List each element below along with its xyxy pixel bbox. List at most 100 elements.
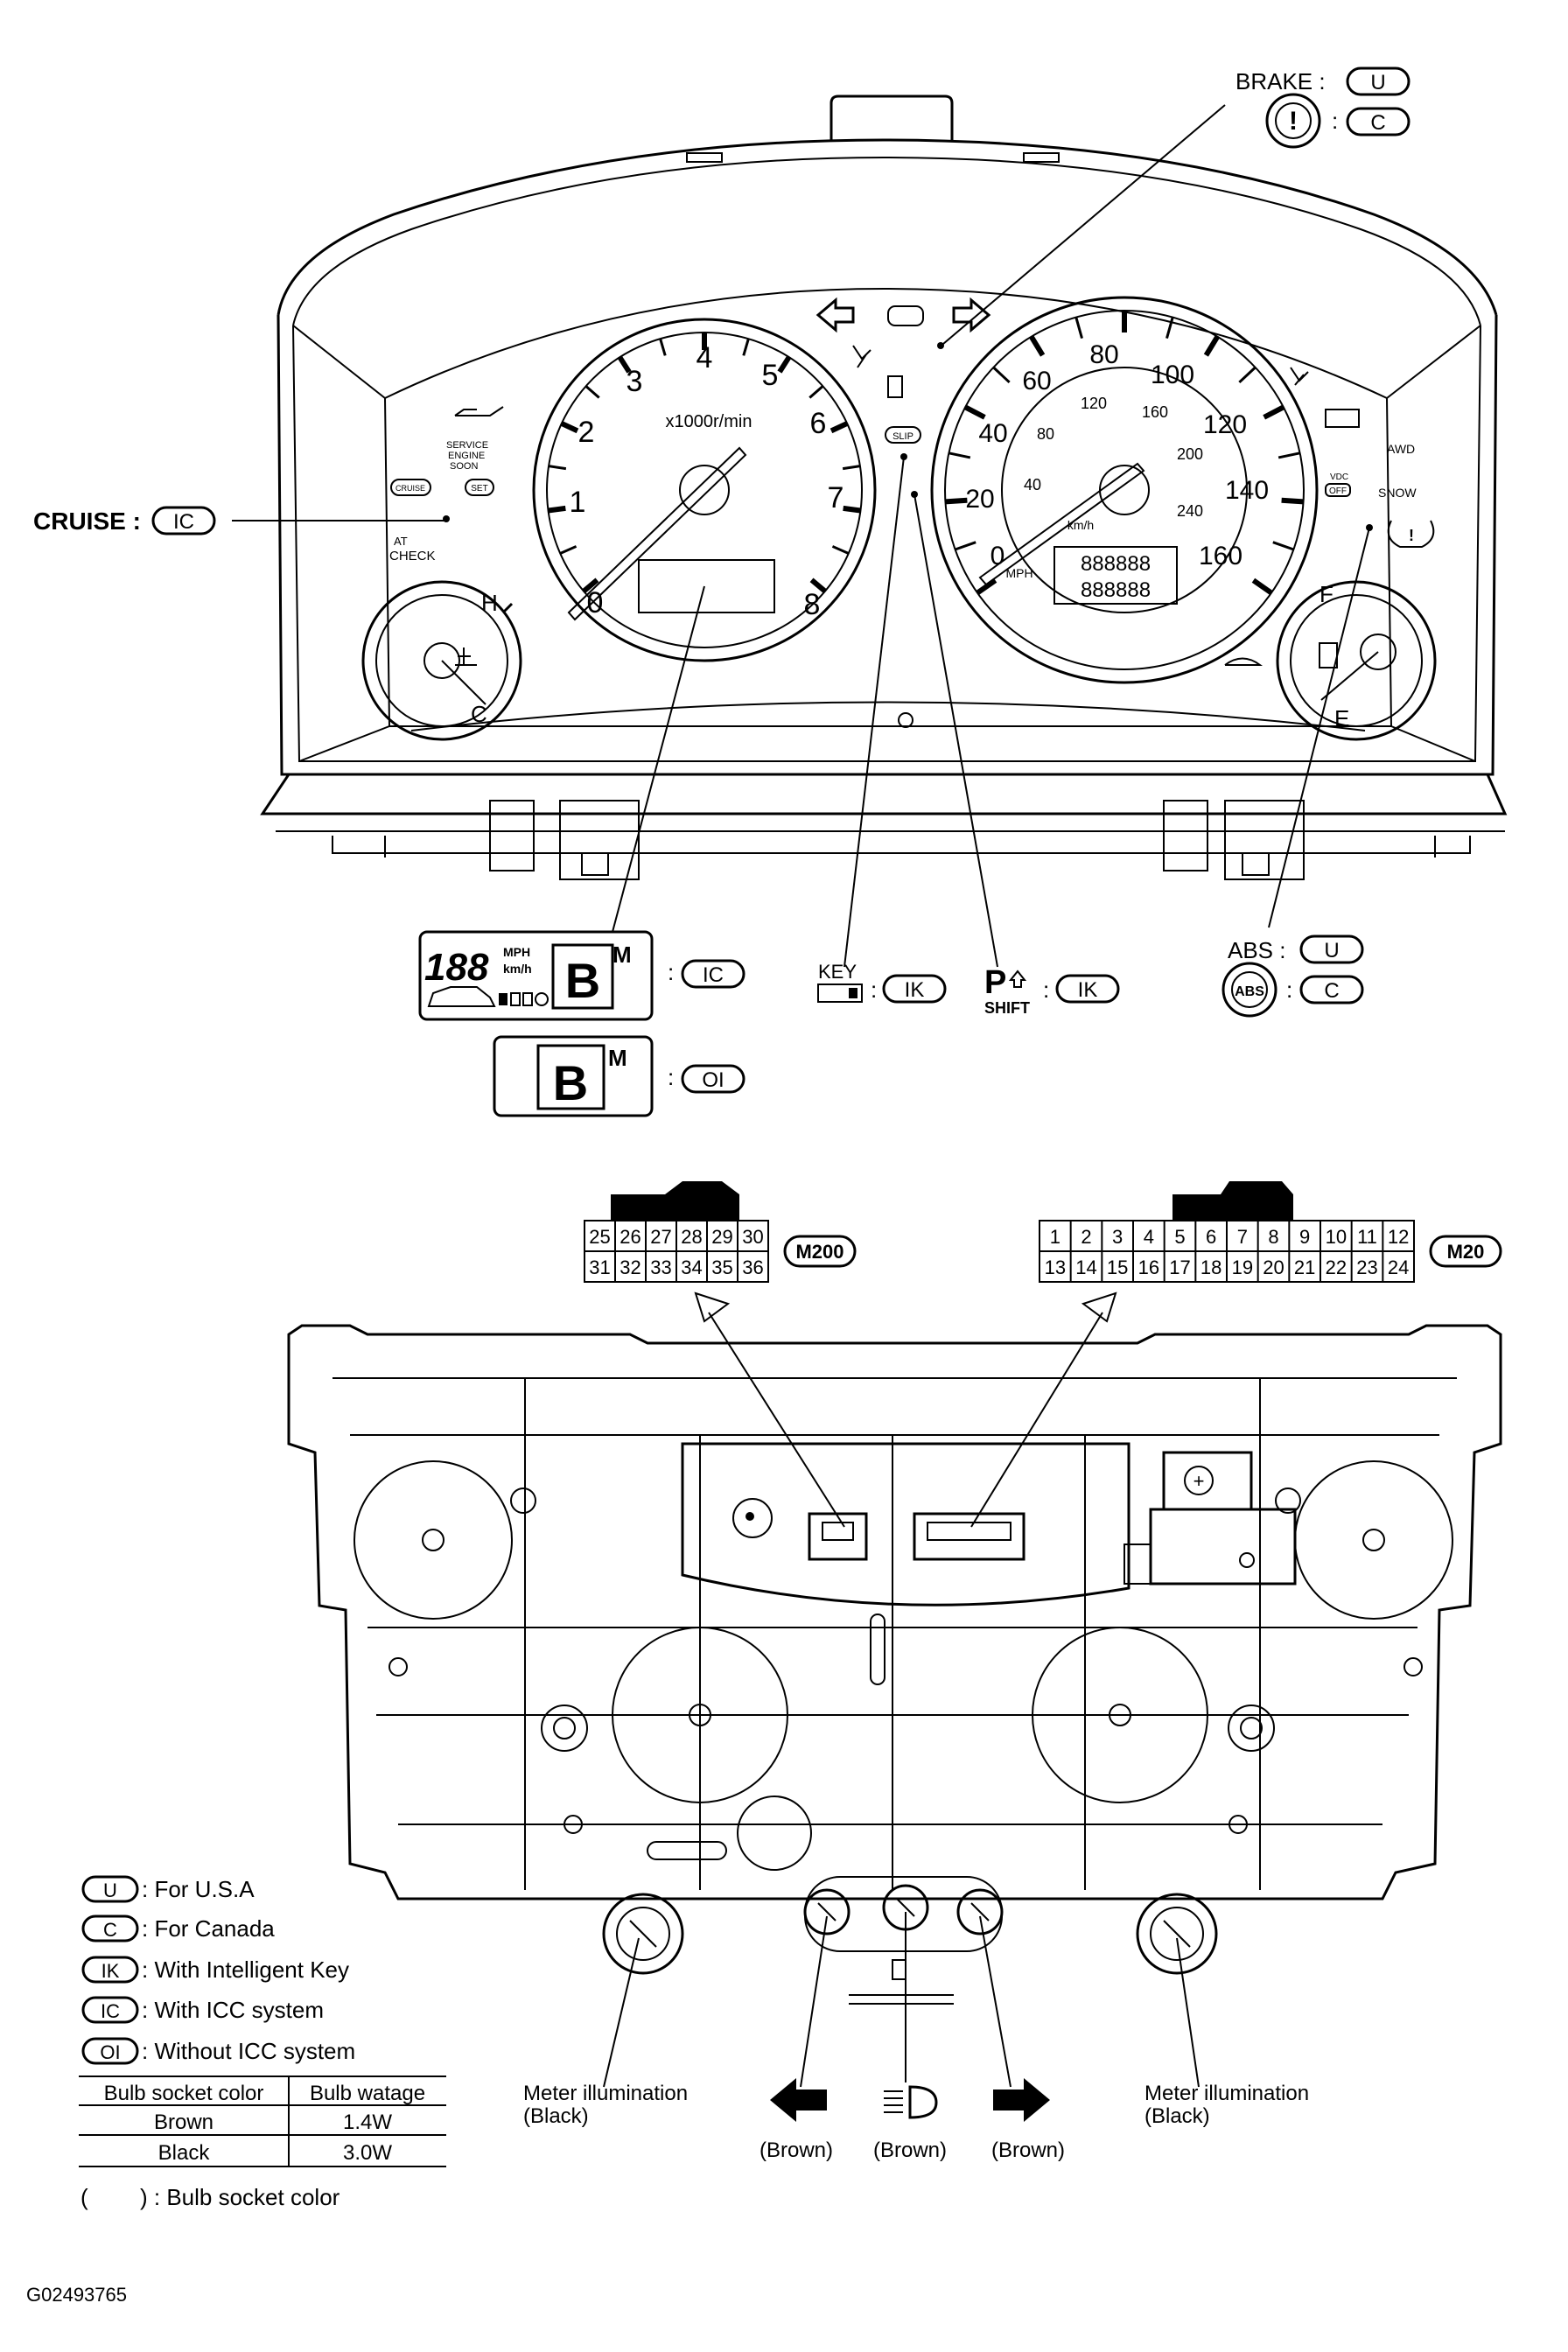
gauge-tick bbox=[963, 404, 986, 420]
cluster-rear-view: + bbox=[287, 1292, 1502, 2005]
gauge-tick bbox=[1263, 404, 1285, 420]
at-check-line: AT bbox=[394, 535, 408, 548]
connector-pin-number: 11 bbox=[1357, 1226, 1377, 1248]
tach-number: 7 bbox=[828, 481, 844, 514]
awd-lamp: AWD bbox=[1387, 442, 1415, 456]
svg-text::: : bbox=[1286, 976, 1292, 1003]
connector-pin-number: 26 bbox=[620, 1226, 640, 1248]
bulb-table: Bulb socket color Bulb watage Brown 1.4W… bbox=[79, 2076, 446, 2167]
cruise-label: CRUISE : bbox=[33, 508, 141, 535]
connector-pin-number: 5 bbox=[1174, 1226, 1185, 1248]
service-engine-soon-line: ENGINE bbox=[448, 451, 485, 461]
connector-pin-number: 24 bbox=[1388, 1256, 1409, 1278]
abs-warning-icon: ABS bbox=[1235, 984, 1264, 999]
ic-display-code: IC bbox=[703, 963, 724, 987]
temp-h: H bbox=[481, 590, 498, 616]
gauge-tick bbox=[1238, 366, 1256, 384]
gauge-tick bbox=[742, 338, 750, 356]
right-meter-illumination-color: (Black) bbox=[1144, 2104, 1210, 2128]
turn-left-icon bbox=[816, 297, 855, 333]
brake-u-code: U bbox=[1370, 71, 1385, 94]
odometer-display bbox=[1054, 546, 1178, 605]
svg-text:B: B bbox=[565, 953, 600, 1008]
kmh-number: 40 bbox=[1024, 476, 1041, 494]
connector-pin-number: 18 bbox=[1200, 1256, 1222, 1278]
gauge-tick bbox=[548, 505, 566, 514]
mph-number: 0 bbox=[990, 542, 1005, 570]
brake-c-code: C bbox=[1370, 111, 1385, 135]
gauge-tick bbox=[659, 338, 667, 356]
svg-text:: With ICC system: : With ICC system bbox=[142, 1997, 324, 2023]
legend-item: C : For Canada bbox=[81, 1914, 275, 1942]
gauge-tick bbox=[777, 355, 792, 374]
cluster-warning-lamps: SERVICE ENGINE SOON CRUISE SET AT CHECK … bbox=[389, 297, 1435, 666]
tachometer: x1000r/min 0 1 2 3 4 5 6 7 8 bbox=[532, 318, 877, 662]
ic-display-kmh: km/h bbox=[503, 962, 532, 976]
table-cell: Black bbox=[158, 2141, 211, 2165]
legend-item: OI : Without ICC system bbox=[81, 2037, 355, 2065]
socket-note-text: ) : Bulb socket color bbox=[140, 2184, 340, 2210]
connector-pin-number: 23 bbox=[1356, 1256, 1377, 1278]
service-engine-soon-line: SOON bbox=[450, 461, 478, 472]
svg-text:U: U bbox=[103, 1880, 117, 1901]
svg-text:!: ! bbox=[1409, 527, 1414, 544]
legend-item: IC : With ICC system bbox=[81, 1996, 324, 2024]
oi-display-callout: B M : OI bbox=[493, 1035, 746, 1117]
svg-text:: For U.S.A: : For U.S.A bbox=[142, 1876, 255, 1902]
left-meter-illumination-color: (Black) bbox=[523, 2104, 589, 2128]
table-cell: Brown bbox=[154, 2110, 214, 2134]
svg-text:IC: IC bbox=[101, 2000, 120, 2022]
gauge-tick bbox=[1074, 317, 1083, 340]
abs-label: ABS : bbox=[1228, 937, 1285, 963]
connector-pin-number: 29 bbox=[711, 1226, 732, 1248]
gauge-tick bbox=[843, 505, 861, 514]
gauge-tick bbox=[1272, 541, 1294, 551]
right-mount-bracket bbox=[1163, 800, 1436, 880]
rear-labels: Meter illumination (Black) Meter illumin… bbox=[523, 2078, 1309, 2162]
mph-number: 140 bbox=[1225, 476, 1269, 505]
table-header: Bulb watage bbox=[310, 2082, 425, 2105]
m200-label: M200 bbox=[795, 1241, 844, 1263]
oi-display-code: OI bbox=[702, 1068, 724, 1092]
high-beam-bulb-icon bbox=[884, 2085, 938, 2119]
speedo-kmh-numbers: 40 80 120 160 200 240 bbox=[1024, 395, 1203, 520]
kmh-unit: km/h bbox=[1068, 518, 1094, 532]
connector-pin-number: 16 bbox=[1138, 1256, 1159, 1278]
ic-display-callout: 188 MPH km/h B M : IC bbox=[418, 585, 746, 1021]
brake-warning-icon: ! bbox=[1289, 107, 1298, 136]
connector-pin-number: 30 bbox=[742, 1226, 763, 1248]
oi-display-m: M bbox=[608, 1045, 627, 1071]
svg-text::: : bbox=[668, 1064, 674, 1090]
connector-pin-number: 31 bbox=[589, 1256, 610, 1278]
right-meter-illumination-label: Meter illumination bbox=[1144, 2082, 1309, 2105]
abs-c-code: C bbox=[1324, 979, 1339, 1003]
connector-pin-number: 21 bbox=[1294, 1256, 1315, 1278]
turn-left-bulb-icon bbox=[770, 2078, 827, 2122]
slip-lamp-label: SLIP bbox=[892, 431, 914, 442]
gauge-tick bbox=[992, 366, 1011, 384]
shift-code: IK bbox=[1078, 978, 1098, 1002]
gauge-tick bbox=[809, 578, 827, 593]
headlight-indicator-icon bbox=[887, 305, 924, 326]
tach-number: 0 bbox=[587, 586, 604, 620]
washer-icon bbox=[1224, 657, 1264, 666]
gauge-tick bbox=[830, 421, 849, 434]
mph-number: 120 bbox=[1203, 410, 1247, 439]
mph-number: 80 bbox=[1089, 340, 1118, 369]
connector-pin-number: 34 bbox=[681, 1256, 702, 1278]
connector-pin-number: 35 bbox=[711, 1256, 732, 1278]
mph-number: 160 bbox=[1199, 542, 1242, 570]
set-lamp bbox=[465, 479, 494, 496]
connector-pin-number: 1 bbox=[1050, 1226, 1060, 1248]
brake-label: BRAKE : bbox=[1236, 68, 1326, 94]
svg-text:: With Intelligent Key: : With Intelligent Key bbox=[142, 1956, 349, 1983]
tach-number: 8 bbox=[804, 588, 821, 621]
cruise-ic-code: IC bbox=[173, 510, 194, 534]
cruise-lamp-label: CRUISE bbox=[396, 484, 425, 493]
fuel-gauge: F E bbox=[1276, 580, 1437, 741]
connector-pin-number: 7 bbox=[1237, 1226, 1248, 1248]
speedo-mph-numbers: 0 20 40 60 80 100 120 140 160 bbox=[965, 340, 1269, 570]
tach-number: 3 bbox=[626, 365, 643, 398]
